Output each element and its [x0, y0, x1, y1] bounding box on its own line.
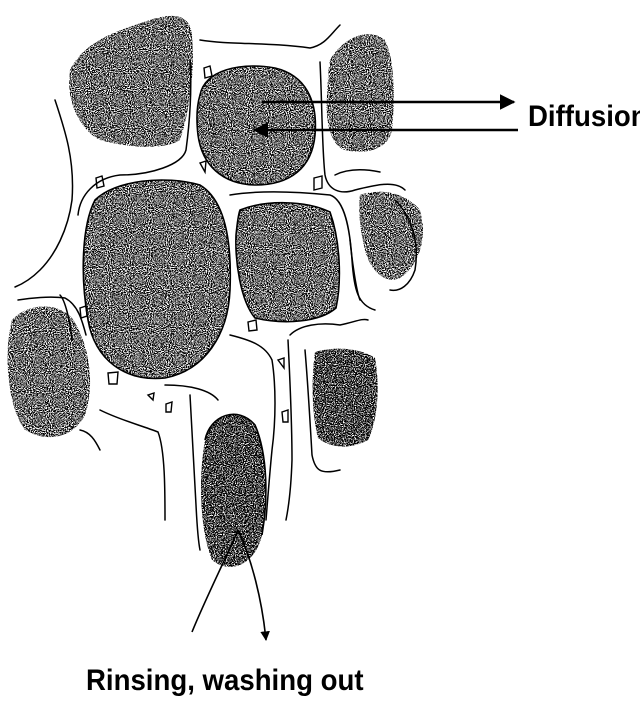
wall-line — [165, 385, 218, 400]
small-space — [80, 306, 87, 318]
cell-large-left — [83, 180, 230, 378]
wall-line — [15, 100, 73, 287]
cell-top-right — [327, 34, 394, 152]
cell-left-edge — [8, 306, 91, 437]
wall-line — [290, 319, 368, 335]
small-space — [282, 410, 288, 422]
small-space — [278, 358, 284, 368]
small-space — [200, 161, 206, 172]
wall-line — [200, 25, 340, 48]
rinsing-label: Rinsing, washing out — [86, 664, 364, 698]
small-space — [314, 176, 322, 190]
wall-line — [100, 410, 165, 520]
small-space — [248, 320, 257, 331]
diffusion-label: Diffusion — [528, 100, 640, 134]
wall-line — [286, 340, 292, 520]
wall-line — [80, 430, 100, 450]
cell-top-middle — [197, 66, 315, 185]
small-space — [204, 66, 212, 78]
small-space — [166, 402, 172, 412]
small-space — [148, 393, 154, 400]
wall-line — [350, 240, 360, 300]
small-space — [108, 372, 118, 384]
cell-bottom-oval — [201, 414, 266, 567]
cell-right-lower — [313, 349, 378, 447]
cell-top-left — [69, 16, 193, 147]
wall-line — [335, 170, 380, 175]
wall-line — [190, 395, 200, 550]
cell-center — [236, 203, 339, 322]
cell-fills — [8, 16, 424, 567]
